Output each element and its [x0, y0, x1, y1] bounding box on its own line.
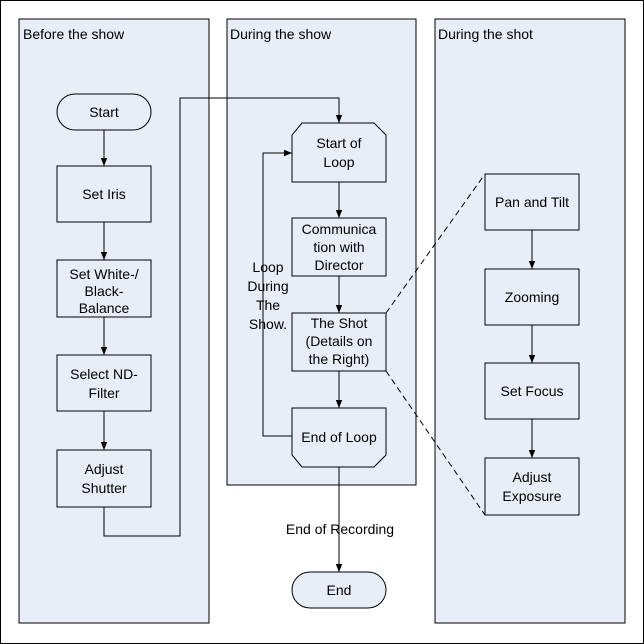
node-label: the Right): [309, 351, 370, 367]
node-end: End: [291, 571, 387, 609]
node-label: Zooming: [505, 289, 559, 305]
node-label: Director: [314, 257, 363, 273]
loop-note-line: Show.: [249, 316, 287, 332]
node-label: Black-: [85, 283, 124, 299]
node-the-shot: The Shot (Details on the Right): [291, 312, 387, 372]
node-label: Balance: [79, 300, 130, 316]
node-zooming: Zooming: [484, 268, 580, 326]
loop-note-line: During: [247, 278, 288, 294]
node-set-iris: Set Iris: [56, 165, 152, 223]
node-label: Shutter: [81, 480, 126, 496]
node-communication: Communica tion with Director: [291, 217, 387, 277]
node-label: Set White-/: [69, 266, 138, 282]
node-label: Loop: [323, 154, 354, 170]
node-label: Pan and Tilt: [495, 194, 569, 210]
node-pan-and-tilt: Pan and Tilt: [484, 173, 580, 231]
node-set-focus: Set Focus: [484, 362, 580, 420]
node-label: Filter: [88, 385, 119, 401]
node-label: Start: [89, 104, 119, 120]
lane-title: During the show: [230, 26, 332, 42]
node-label: Start of: [316, 135, 361, 151]
node-label: (Details on: [306, 333, 373, 349]
loop-note-line: The: [256, 297, 280, 313]
loop-note: Loop During The Show.: [247, 259, 288, 332]
node-label: tion with: [313, 239, 364, 255]
detail-connector-bottom: [385, 370, 486, 516]
end-of-recording-label: End of Recording: [286, 521, 394, 537]
lane-title: Before the show: [23, 26, 125, 42]
node-label: Communica: [302, 221, 377, 237]
lane-title: During the shot: [438, 26, 533, 42]
node-label: The Shot: [311, 315, 368, 331]
node-label: Select ND-: [70, 366, 138, 382]
edge-shutter-to-loop-start: [103, 97, 343, 537]
node-label: Adjust: [513, 469, 552, 485]
edge-loop-back: [262, 149, 292, 437]
node-adjust-exposure: Adjust Exposure: [484, 457, 580, 516]
node-white-black-balance: Set White-/ Black- Balance: [56, 259, 152, 318]
detail-connector-top: [385, 173, 486, 314]
node-start: Start: [56, 93, 152, 131]
node-label: Set Iris: [82, 186, 126, 202]
node-adjust-shutter: Adjust Shutter: [56, 449, 152, 508]
node-label: End: [327, 582, 352, 598]
node-end-of-loop: End of Loop: [291, 407, 387, 468]
node-label: End of Loop: [301, 429, 377, 445]
node-label: Adjust: [85, 461, 124, 477]
node-nd-filter: Select ND- Filter: [56, 354, 152, 412]
node-start-of-loop: Start of Loop: [291, 122, 387, 183]
loop-note-line: Loop: [252, 259, 283, 275]
node-label: Set Focus: [500, 383, 563, 399]
node-label: Exposure: [502, 488, 561, 504]
